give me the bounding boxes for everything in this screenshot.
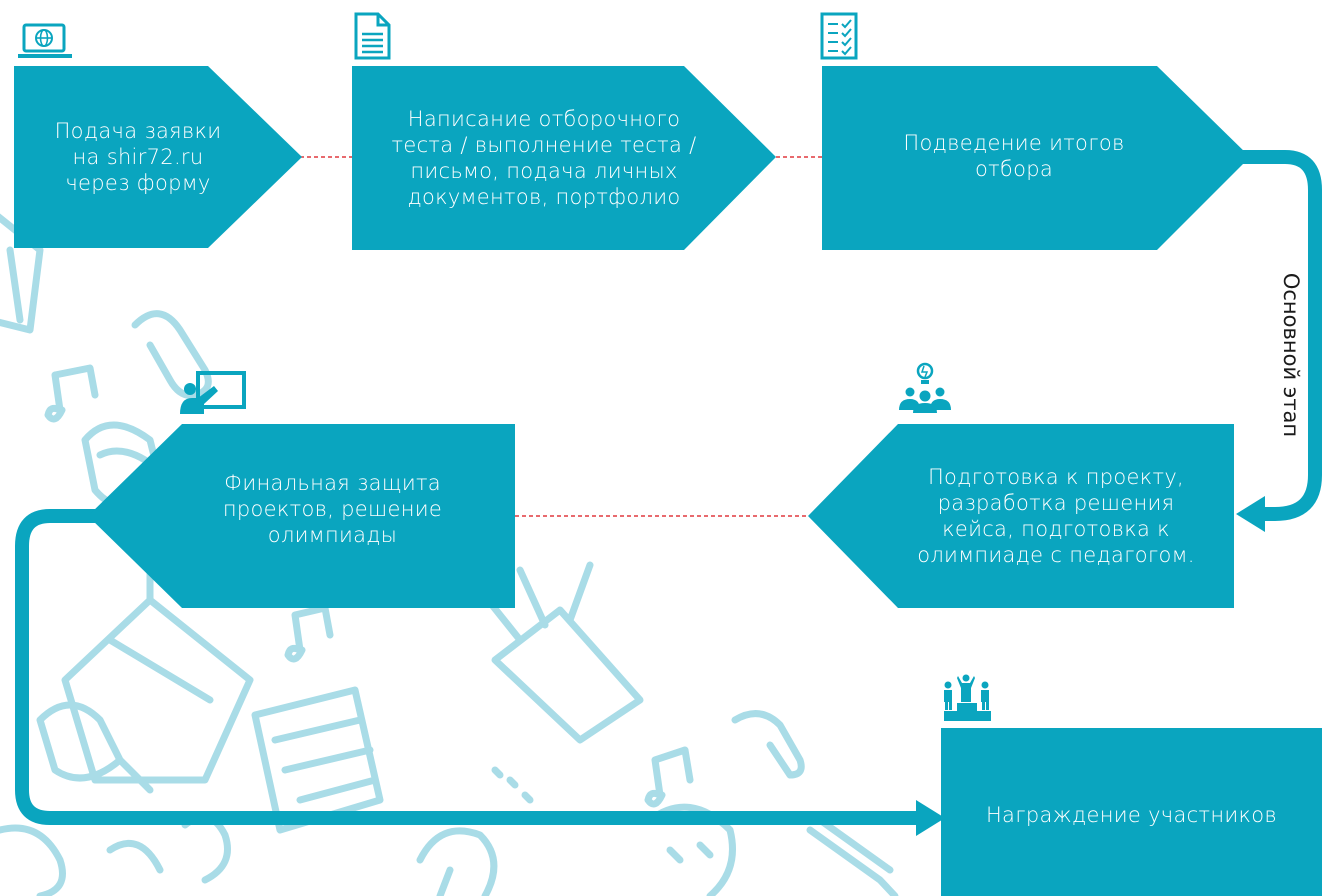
step-4-text: Подготовка к проекту, разработка решения… [917, 465, 1195, 567]
pencil-cup-doodle [476, 561, 644, 744]
step-5-shape [88, 424, 515, 608]
step-2-shape [352, 66, 776, 250]
step-3-text: Подведение итогов отбора [903, 131, 1125, 181]
monster-doodle [646, 803, 736, 896]
dots-doodle [491, 766, 534, 804]
main-stage-label: Основной этап [1279, 272, 1303, 438]
presentation-icon [180, 371, 246, 414]
paperclip-doodle [131, 310, 212, 399]
checklist-icon [820, 12, 858, 60]
scribble-doodle [0, 824, 164, 896]
step-6-shape [941, 728, 1322, 896]
step-6-text: Награждение участников [985, 803, 1278, 827]
bottom-flow-arrow [15, 509, 918, 825]
loop-arrow-head [1236, 496, 1265, 532]
podium-icon [944, 674, 991, 721]
step-5-text: Финальная защита проектов, решение олимп… [222, 471, 443, 547]
pen-doodle [806, 816, 899, 896]
step-4-shape [808, 424, 1234, 608]
pushpin-doodle [36, 701, 154, 794]
notebook-doodle [251, 686, 384, 834]
step-1-text: Подача заявки на shir72.ru через форму [54, 119, 222, 195]
loop-arrow-main-stage [1157, 150, 1322, 521]
team-idea-icon [899, 362, 951, 413]
document-icon [354, 12, 391, 60]
step-1-shape [14, 66, 302, 248]
lightbulb-doodle [416, 827, 498, 896]
step-2-text: Написание отборочного теста / выполнение… [391, 107, 697, 209]
music-note-doodle-3 [644, 746, 694, 808]
step-3-shape [822, 66, 1250, 250]
paperclip-doodle-right [731, 710, 805, 779]
laptop-globe-icon [18, 23, 72, 58]
music-note-doodle-1 [44, 364, 99, 423]
bottom-flow-arrow-head [916, 800, 945, 836]
